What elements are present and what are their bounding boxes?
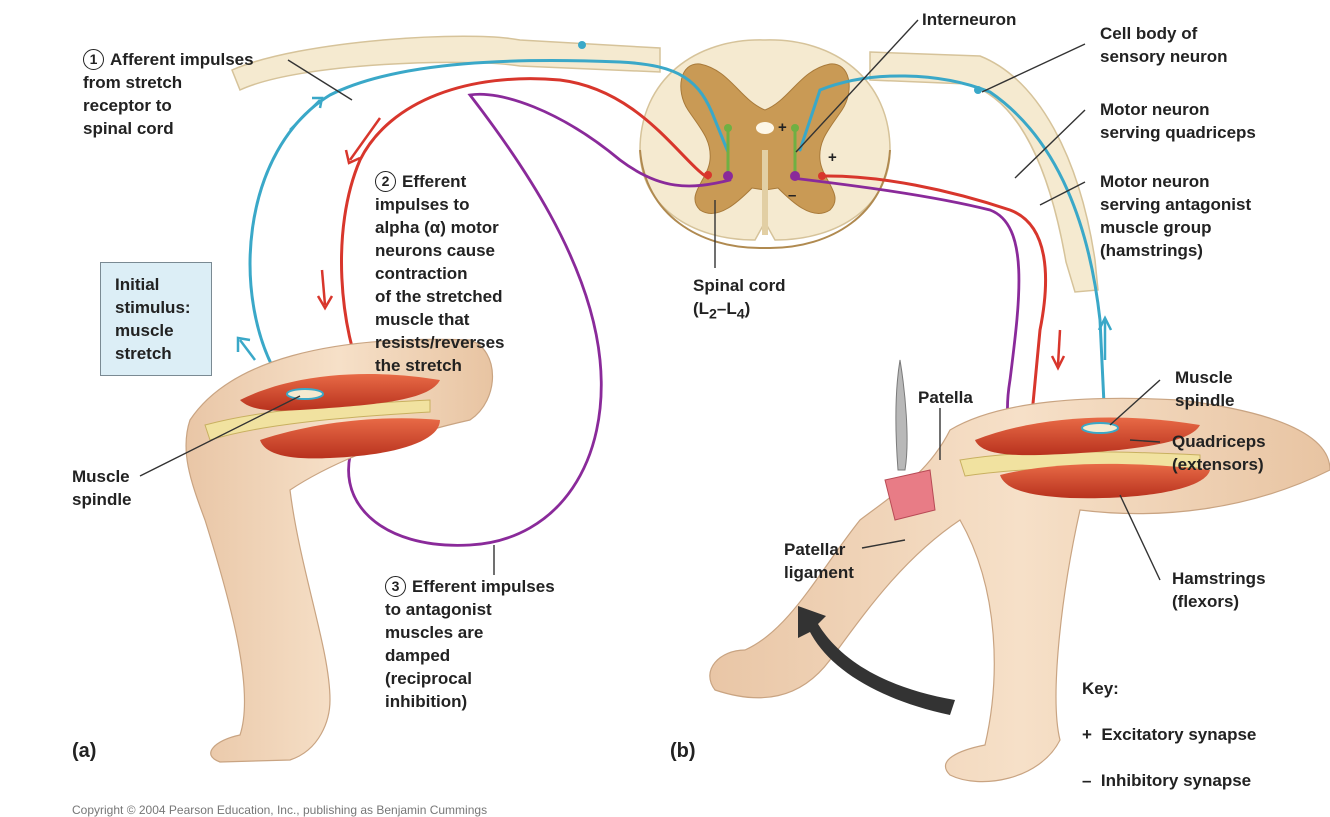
key-legend: Key: + Excitatory synapse – Inhibitory s…: [1082, 654, 1256, 815]
panel-a-letter: (a): [72, 740, 97, 762]
inhibitory-text: Inhibitory synapse: [1100, 771, 1252, 790]
knee-hammer-icon: [884, 359, 936, 521]
cell-body-b: [974, 86, 982, 94]
plus-sign-1: +: [778, 119, 787, 136]
femur-a: [204, 399, 431, 441]
initial-stimulus-text: Initial stimulus: muscle stretch: [115, 275, 191, 363]
initial-stimulus-box: Initial stimulus: muscle stretch: [100, 262, 212, 376]
inhibitory-symbol: –: [1082, 771, 1092, 790]
spinal-levels-open: (L: [693, 299, 710, 318]
copyright-notice: Copyright © 2004 Pearson Education, Inc.…: [72, 803, 488, 817]
quadriceps-b: [975, 417, 1200, 456]
kick-direction-arrow-icon: [798, 606, 955, 715]
step-number-2: 2: [375, 171, 396, 192]
patella-label: Patella: [918, 388, 973, 407]
efferent-fiber-b: [820, 174, 1048, 437]
quadriceps-label: Quadriceps (extensors): [1172, 432, 1266, 474]
right-nerve-tube: [869, 51, 1099, 293]
afferent-fiber-a: [248, 59, 730, 382]
interneuron-label: Interneuron: [922, 10, 1017, 29]
muscle-spindle-label-b: Muscle spindle: [1175, 368, 1235, 410]
cell-body-a: [578, 41, 586, 49]
spinal-levels-close: ): [744, 299, 751, 318]
left-nerve-tube: [231, 35, 661, 92]
step-number-3: 3: [385, 576, 406, 597]
spinal-levels-dash: –L: [716, 299, 737, 318]
patellar-ligament-label: Patellar ligament: [784, 540, 854, 582]
hamstrings-a: [260, 418, 440, 459]
afferent-fiber-b: [798, 74, 1107, 427]
panel-b-letter: (b): [670, 740, 696, 762]
hamstrings-label: Hamstrings (flexors): [1172, 569, 1266, 611]
median-fissure: [762, 150, 768, 235]
cell-body-label: Cell body of sensory neuron: [1100, 24, 1228, 66]
spinal-cord-text: Spinal cord: [693, 276, 786, 295]
leg-b: [709, 359, 1330, 783]
key-inhibitory: – Inhibitory synapse: [1082, 769, 1256, 792]
muscle-spindle-a: [286, 388, 324, 400]
hamstrings-b: [1000, 463, 1210, 499]
step2-text: Efferent impulses to alpha (α) motor neu…: [375, 172, 505, 375]
muscle-spindle-label-a: Muscle spindle: [72, 467, 132, 509]
step-number-1: 1: [83, 49, 104, 70]
motor-quadriceps-label: Motor neuron serving quadriceps: [1100, 100, 1256, 142]
spinal-cord-label: Spinal cord (L2–L4): [693, 274, 786, 326]
spinal-level-sub2: 4: [736, 306, 745, 323]
plus-sign-2: +: [828, 149, 837, 166]
inhibitory-fiber-a: [347, 92, 732, 547]
spinal-cord-section: [231, 35, 1099, 293]
muscle-spindle-b: [1081, 422, 1119, 434]
excitatory-symbol: +: [1082, 725, 1092, 744]
step3-text: Efferent impulses to antagonist muscles …: [385, 577, 555, 711]
direction-arrows: [236, 96, 1113, 371]
motor-antagonist-label: Motor neuron serving antagonist muscle g…: [1100, 172, 1252, 260]
spinal-level-sub1: 2: [709, 306, 717, 323]
efferent-fiber-a: [340, 77, 710, 387]
excitatory-text: Excitatory synapse: [1101, 725, 1257, 744]
leader-lines: [139, 19, 1161, 581]
step1-text: Afferent impulses from stretch receptor …: [83, 50, 254, 138]
key-excitatory: + Excitatory synapse: [1082, 723, 1256, 746]
key-title: Key:: [1082, 679, 1119, 698]
central-canal: [756, 122, 774, 134]
minus-sign: –: [788, 187, 797, 204]
